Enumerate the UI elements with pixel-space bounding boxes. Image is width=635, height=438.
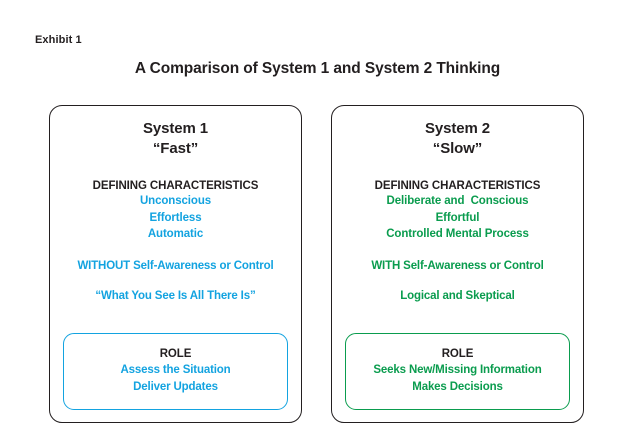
card-system-2-heading-line1: System 2	[424, 120, 491, 137]
exhibit-label: Exhibit 1	[35, 34, 82, 46]
card-system-2-statement-2: Logical and Skeptical	[400, 290, 515, 303]
card-system-1-role-items: Assess the Situation Deliver Updates	[120, 364, 231, 393]
card-system-1-statement-1: WITHOUT Self-Awareness or Control	[77, 260, 274, 273]
card-system-1-statement-2: “What You See Is All There Is”	[95, 290, 256, 303]
card-system-2-statement-1: WITH Self-Awareness or Control	[371, 260, 544, 273]
card-system-2-traits: Deliberate and Conscious Effortful Contr…	[386, 194, 529, 241]
card-system-2-role-title: ROLE	[441, 348, 474, 361]
card-system-1-role-box: ROLE Assess the Situation Deliver Update…	[63, 333, 288, 410]
card-system-1-traits: Unconscious Effortless Automatic	[139, 194, 212, 241]
card-system-2-heading-line2: “Slow”	[432, 139, 483, 157]
card-system-1-heading-line1: System 1	[142, 120, 209, 137]
card-system-2-role-items: Seeks New/Missing Information Makes Deci…	[373, 364, 542, 393]
comparison-cards: System 1 “Fast” DEFINING CHARACTERISTICS…	[49, 105, 586, 425]
card-system-1-section-title: DEFINING CHARACTERISTICS	[92, 179, 259, 192]
card-system-1-content: System 1 “Fast” DEFINING CHARACTERISTICS…	[50, 106, 301, 422]
card-system-1-role-title: ROLE	[159, 348, 192, 361]
card-system-2-section-title: DEFINING CHARACTERISTICS	[374, 179, 541, 192]
card-system-1: System 1 “Fast” DEFINING CHARACTERISTICS…	[49, 105, 302, 423]
page-title: A Comparison of System 1 and System 2 Th…	[134, 60, 501, 77]
card-system-1-heading: System 1 “Fast”	[58, 119, 293, 159]
card-system-2-heading: System 2 “Slow”	[340, 119, 575, 159]
card-system-2-role-box: ROLE Seeks New/Missing Information Makes…	[345, 333, 570, 410]
card-system-2-content: System 2 “Slow” DEFINING CHARACTERISTICS…	[332, 106, 583, 422]
card-system-1-heading-line2: “Fast”	[152, 139, 199, 157]
card-system-2: System 2 “Slow” DEFINING CHARACTERISTICS…	[331, 105, 584, 423]
